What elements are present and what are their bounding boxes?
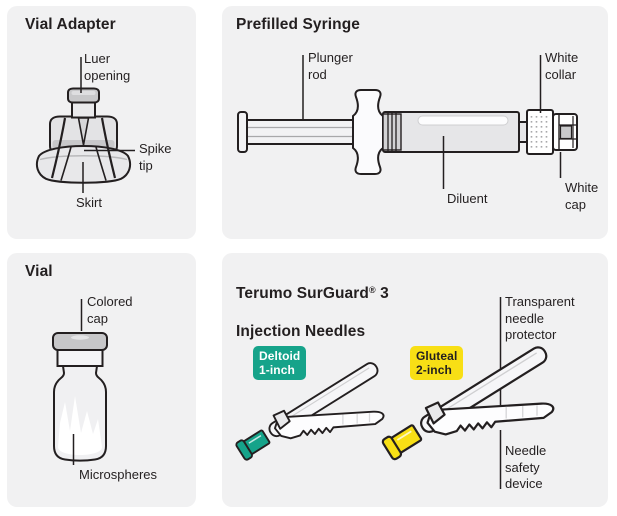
injection-needles-illustration [235,297,555,489]
needle-hub-teal [235,429,271,461]
hinge-shape [272,409,291,430]
deltoid-badge: Deltoid 1-inch [253,346,307,380]
label-colored-cap: Colored cap [87,294,133,326]
label-plunger-rod: Plunger rod [308,50,353,82]
needle-safety-device-shape [426,402,555,436]
plunger-end-disc [237,111,248,153]
label-needle-protector: Transparent needle protector [505,294,575,342]
panel-title-vial-adapter: Vial Adapter [25,16,116,33]
label-white-cap: White cap [565,180,599,212]
finger-flange-shape [352,89,384,175]
panel-vial: Vial Colored cap Microspheres [7,253,196,507]
label-safety-device: Needle safety device [505,443,547,491]
panel-prefilled-syringe: Prefilled Syringe [222,6,608,239]
deltoid-needle-device [235,362,385,461]
label-luer-opening: Luer opening [84,51,131,83]
vial-leader-lines [72,299,83,465]
prefilled-syringe-illustration [237,55,578,189]
label-microspheres: Microspheres [79,467,158,482]
plunger-rod-shape [246,119,361,145]
needle-safety-device-shape [274,410,385,440]
vial-adapter-illustration [35,57,135,193]
syringe-leader-lines [302,55,562,189]
needles-title-line1: Terumo SurGuard® 3 [236,285,389,302]
label-spike-tip: Spike tip [139,141,172,173]
label-skirt: Skirt [76,195,102,210]
gluteal-needle-device [381,346,555,461]
syringe-drawing [237,89,578,175]
panel-title-injection-needles: Terumo SurGuard® 3 Injection Needles [236,262,389,360]
needle-hub-yellow [381,424,423,461]
needles-title-line2: Injection Needles [236,323,366,340]
gluteal-badge: Gluteal 2-inch [410,346,464,380]
hinge-shape [424,401,446,425]
vial-illustration [52,299,108,465]
registered-mark: ® [368,285,376,295]
luer-cap-shape [67,87,100,104]
label-diluent: Diluent [447,191,488,206]
panel-injection-needles: Terumo SurGuard® 3 Injection Needles [222,253,608,507]
panel-title-prefilled-syringe: Prefilled Syringe [236,16,361,33]
panel-title-vial: Vial [25,263,53,280]
vial-drawing [52,332,108,462]
panel-vial-adapter: Vial Adapter Luer openi [7,6,196,239]
vial-adapter-leader-lines [80,57,135,193]
label-white-collar: White collar [545,50,579,82]
microspheres-shape [58,396,102,455]
